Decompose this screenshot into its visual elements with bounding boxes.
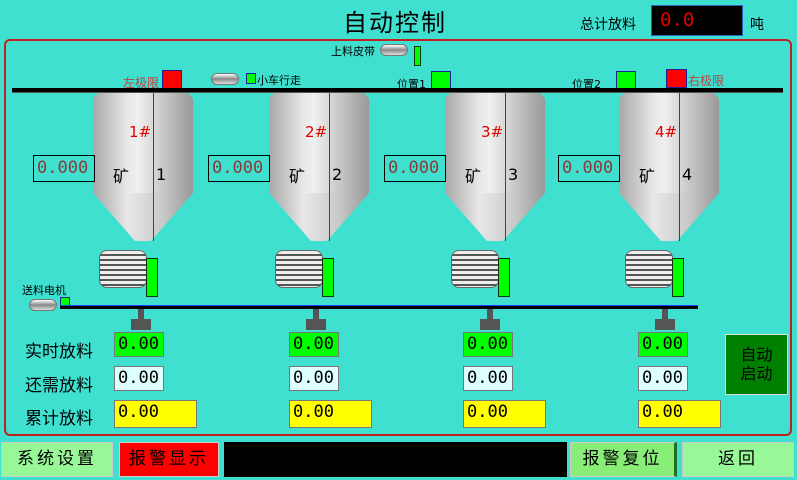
hopper-4: 4# 矿 4 — [619, 93, 719, 243]
realtime-discharge-field: 0.00 — [463, 332, 513, 357]
ore-label: 矿 — [289, 167, 306, 186]
hopper-cone — [619, 193, 719, 241]
hopper-cone — [445, 193, 545, 241]
feed-belt-motor-icon — [380, 44, 408, 56]
discharge-motor-icon — [625, 250, 673, 288]
feed-motor-label: 送料电机 — [22, 284, 66, 297]
left-limit-label: 左极限 — [123, 76, 160, 90]
cumulative-discharge-field: 0.00 — [638, 400, 721, 428]
realtime-discharge-field: 0.00 — [289, 332, 339, 357]
ore-index: 3 — [508, 165, 519, 184]
cart-motor-icon — [211, 73, 239, 85]
remaining-discharge-field[interactable]: 0.00 — [114, 366, 164, 391]
hopper-2: 2# 矿 2 — [269, 93, 369, 243]
ore-index: 4 — [682, 165, 693, 184]
remaining-discharge-field[interactable]: 0.00 — [463, 366, 513, 391]
alarm-reset-button[interactable]: 报警复位 — [570, 442, 677, 477]
hopper-weight-display: 0.000 — [384, 155, 446, 182]
conveyor-support — [131, 309, 151, 331]
alarm-display-button[interactable]: 报警显示 — [119, 442, 219, 477]
ore-label: 矿 — [113, 167, 130, 186]
discharge-motor-icon — [99, 250, 147, 288]
feed-belt-label: 上料皮带 — [331, 45, 375, 58]
cumulative-discharge-field: 0.00 — [114, 400, 197, 428]
back-button[interactable]: 返回 — [682, 442, 794, 477]
page-title: 自动控制 — [343, 9, 447, 37]
support-post — [313, 309, 319, 319]
right-limit-indicator — [666, 69, 687, 88]
support-base — [655, 319, 675, 330]
feed-conveyor — [60, 305, 698, 309]
hopper-1: 1# 矿 1 — [93, 93, 193, 243]
discharge-motor-status-indicator — [146, 258, 158, 297]
conveyor-support — [655, 309, 675, 331]
auto-start-button[interactable]: 自动 启动 — [725, 334, 788, 395]
left-limit-indicator — [162, 70, 182, 89]
cart-travel-label: 小车行走 — [257, 74, 301, 87]
hopper-3: 3# 矿 3 — [445, 93, 545, 243]
realtime-discharge-field: 0.00 — [638, 332, 688, 357]
hopper-seam — [329, 93, 330, 241]
remaining-discharge-label: 还需放料 — [25, 376, 93, 396]
feed-belt-status-indicator — [414, 46, 421, 66]
support-base — [480, 319, 500, 330]
discharge-motor-status-indicator — [322, 258, 334, 297]
right-limit-label: 右极限 — [688, 74, 725, 88]
position-2-label: 位置2 — [572, 78, 601, 91]
hopper-weight-display: 0.000 — [208, 155, 270, 182]
total-discharge-label: 总计放料 — [580, 17, 636, 33]
cumulative-discharge-field: 0.00 — [463, 400, 546, 428]
hopper-cone — [93, 193, 193, 241]
realtime-discharge-field: 0.00 — [114, 332, 164, 357]
hopper-weight-display: 0.000 — [558, 155, 620, 182]
discharge-motor-icon — [275, 250, 323, 288]
hopper-body — [269, 93, 369, 193]
realtime-discharge-label: 实时放料 — [25, 342, 93, 362]
hopper-seam — [153, 93, 154, 241]
remaining-discharge-field[interactable]: 0.00 — [289, 366, 339, 391]
remaining-discharge-field[interactable]: 0.00 — [638, 366, 688, 391]
hopper-number: 2# — [305, 123, 328, 141]
total-unit-label: 吨 — [750, 17, 764, 33]
ore-label: 矿 — [639, 167, 656, 186]
total-discharge-value: 0.0 — [651, 5, 743, 36]
ore-label: 矿 — [465, 167, 482, 186]
discharge-motor-status-indicator — [498, 258, 510, 297]
hopper-body — [93, 93, 193, 193]
system-settings-button[interactable]: 系统设置 — [1, 442, 113, 477]
hopper-number: 1# — [129, 123, 152, 141]
conveyor-support — [480, 309, 500, 331]
support-post — [138, 309, 144, 319]
ore-index: 1 — [156, 165, 167, 184]
process-frame — [4, 39, 792, 436]
support-base — [306, 319, 326, 330]
hopper-number: 4# — [655, 123, 678, 141]
hopper-seam — [505, 93, 506, 241]
cart-status-indicator — [246, 73, 256, 84]
support-post — [487, 309, 493, 319]
hopper-number: 3# — [481, 123, 504, 141]
support-post — [662, 309, 668, 319]
position-1-label: 位置1 — [397, 78, 426, 91]
hopper-cone — [269, 193, 369, 241]
ore-index: 2 — [332, 165, 343, 184]
feed-motor-icon — [29, 299, 57, 311]
cumulative-discharge-label: 累计放料 — [25, 409, 93, 429]
discharge-motor-icon — [451, 250, 499, 288]
support-base — [131, 319, 151, 330]
alarm-message-bar — [224, 442, 567, 477]
cumulative-discharge-field: 0.00 — [289, 400, 372, 428]
hopper-body — [445, 93, 545, 193]
discharge-motor-status-indicator — [672, 258, 684, 297]
hopper-body — [619, 93, 719, 193]
conveyor-support — [306, 309, 326, 331]
hopper-weight-display: 0.000 — [33, 155, 95, 182]
hopper-seam — [679, 93, 680, 241]
cart-rail — [12, 88, 783, 93]
